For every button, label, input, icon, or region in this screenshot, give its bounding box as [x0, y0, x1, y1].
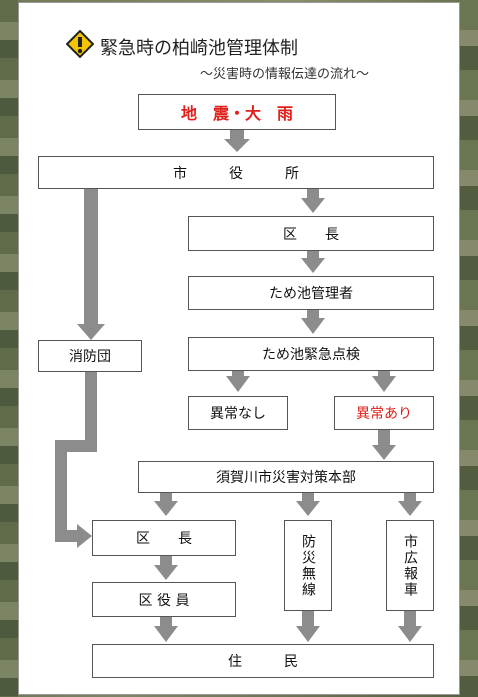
arrowhead-to-ward-bottom [77, 524, 92, 548]
page-subtitle: ～災害時の情報伝達の流れ～ [200, 67, 370, 82]
node-ward-officers: 区 役 員 [92, 582, 236, 617]
arrowhead-ward-to-officers [154, 565, 178, 580]
node-fire-brigade: 消防団 [38, 340, 142, 372]
arrowhead-inspection-to-none [226, 376, 250, 392]
arrow-vehicle-to-residents [404, 610, 416, 628]
arrow-elbow-vertical-top [85, 369, 97, 445]
arrow-trigger-to-city [230, 129, 244, 141]
node-city-pr-vehicle: 市広報車 [386, 520, 434, 611]
arrow-city-to-fire-brigade [84, 188, 98, 326]
page-title: 緊急時の柏崎池管理体制 [100, 38, 298, 59]
node-residents: 住 民 [92, 644, 434, 678]
arrowhead-manager-to-inspection [301, 318, 325, 334]
arrowhead-officers-to-residents [154, 626, 178, 642]
arrowhead-inspection-to-anomaly [372, 376, 396, 392]
node-ward-head-top: 区 長 [188, 216, 434, 251]
arrow-anomaly-to-hq [378, 429, 390, 447]
arrow-hq-to-ward-bottom [160, 492, 172, 503]
node-disaster-radio: 防災無線 [284, 520, 332, 611]
arrow-elbow-vertical-bottom [55, 440, 67, 540]
arrow-radio-to-residents [302, 610, 314, 628]
aerial-photo-left [0, 0, 18, 697]
arrow-manager-to-inspection [307, 309, 319, 320]
node-disaster-hq: 須賀川市災害対策本部 [138, 461, 434, 493]
arrowhead-radio-to-residents [296, 626, 320, 642]
arrowhead-anomaly-to-hq [372, 445, 396, 460]
arrowhead-hq-to-vehicle [398, 501, 422, 516]
node-anomaly: 異常あり [334, 396, 434, 430]
warning-diamond-icon [66, 30, 94, 58]
node-no-anomaly: 異常なし [188, 396, 288, 430]
arrow-hq-to-vehicle [404, 492, 416, 503]
arrowhead-trigger-to-city [224, 139, 250, 152]
node-emergency-inspection: ため池緊急点検 [188, 337, 434, 371]
arrowhead-hq-to-ward-bottom [154, 501, 178, 516]
arrowhead-hq-to-radio [296, 501, 320, 516]
aerial-photo-right [460, 0, 478, 697]
arrowhead-city-to-fire-brigade [77, 324, 105, 340]
arrow-ward-to-officers [160, 555, 172, 567]
arrow-inspection-to-anomaly [378, 370, 390, 378]
node-city-office: 市 役 所 [38, 156, 434, 189]
arrow-ward-to-manager [307, 250, 319, 260]
arrowhead-vehicle-to-residents [398, 626, 422, 642]
node-pond-manager: ため池管理者 [188, 276, 434, 310]
node-trigger: 地 震・大 雨 [138, 94, 336, 130]
arrow-elbow-horizontal-bottom [55, 530, 79, 542]
arrow-officers-to-residents [160, 616, 172, 628]
arrowhead-city-to-ward-head [301, 198, 325, 213]
arrow-hq-to-radio [302, 492, 314, 503]
arrow-inspection-to-none [232, 370, 244, 378]
arrow-city-to-ward-head [307, 188, 319, 200]
arrowhead-ward-to-manager [301, 258, 325, 273]
node-ward-head-bottom: 区 長 [92, 520, 236, 556]
